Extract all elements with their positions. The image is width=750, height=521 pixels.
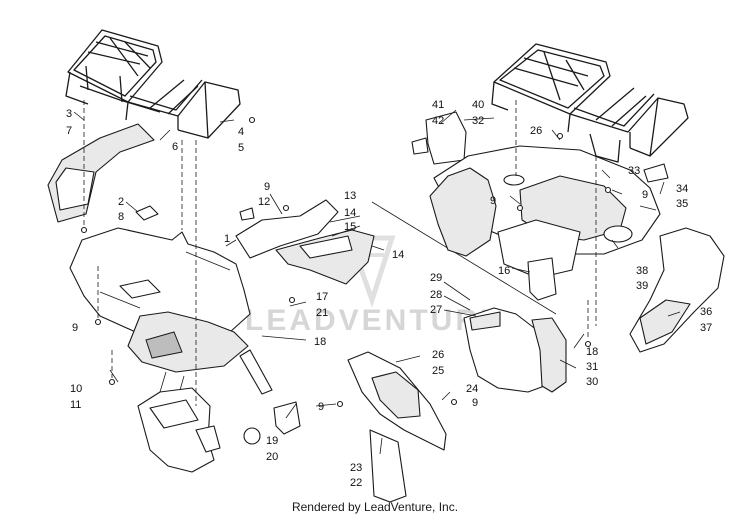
callout: 15 [344,221,356,233]
callout: 18 [586,346,598,358]
callout: 14 [344,207,356,219]
callout: 22 [350,477,362,489]
callout: 12 [258,196,270,208]
part-grommet-20 [243,427,261,445]
callout: 1 [224,233,230,245]
callout: 36 [700,306,712,318]
part-bracket-19 [273,401,301,435]
callout: 9 [490,195,496,207]
callout: 34 [676,183,688,195]
callout: 9 [472,397,478,409]
callout: 20 [266,451,278,463]
callout: 38 [636,265,648,277]
front-rack [65,29,241,139]
callout: 40 [472,99,484,111]
callout: 35 [676,198,688,210]
callout: 17 [316,291,328,303]
callout: 5 [238,142,244,154]
callout: 19 [266,435,278,447]
callout: 39 [636,280,648,292]
leader-lines [73,109,681,455]
callout: 13 [344,190,356,202]
callout: 14 [392,249,404,261]
callout: 29 [430,272,442,284]
leader-13-rod [371,201,557,315]
callout: 8 [118,211,124,223]
watermark-text: LEADVENTURE [245,304,503,337]
part-front-fender [69,227,251,373]
part-rod-center [239,349,273,395]
footer-credit: Rendered by LeadVenture, Inc. [291,500,459,514]
callout: 31 [586,361,598,373]
rear-rack [491,43,689,163]
part-mud-flap [369,429,407,503]
callout: 24 [466,383,478,395]
callout: 9 [264,181,270,193]
callout: 2 [118,196,124,208]
part-frame-bracket [137,371,221,473]
part-tab-16 [527,257,557,301]
callout: 26 [432,349,444,361]
part-plate-2 [135,205,159,221]
part-rear-fender [429,145,661,279]
fasteners [80,116,612,408]
callout: 18 [314,336,326,348]
callout: 6 [172,141,178,153]
callout: 26 [530,125,542,137]
callout: 25 [432,365,444,377]
callout: 41 [432,99,444,111]
part-splash-guard [347,351,447,451]
part-rear-splash [463,307,567,393]
callout: 7 [66,125,72,137]
callout: 30 [586,376,598,388]
callout: 9 [72,322,78,334]
callout: 32 [472,115,484,127]
callout: 37 [700,322,712,334]
callout: 9 [318,401,324,413]
callout: 16 [498,265,510,277]
callout: 10 [70,383,82,395]
part-right-panel [629,227,725,353]
callout-labels: 3 7 6 4 5 2 8 9 12 1 14 15 14 13 17 21 1… [66,99,712,489]
callout: 33 [628,165,640,177]
alignment-lines [83,100,597,406]
part-plate-34 [643,163,669,183]
callout: 21 [316,307,328,319]
callout: 27 [430,304,442,316]
callout: 4 [238,126,244,138]
part-front-fender-window [55,167,95,211]
callout: 28 [430,289,442,301]
callout: 11 [70,399,81,411]
callout: 3 [66,108,72,120]
callout: 9 [642,189,648,201]
part-bolt-41 [411,137,429,155]
callout: 23 [350,462,362,474]
part-side-panel [235,199,375,285]
callout: 42 [432,115,444,127]
